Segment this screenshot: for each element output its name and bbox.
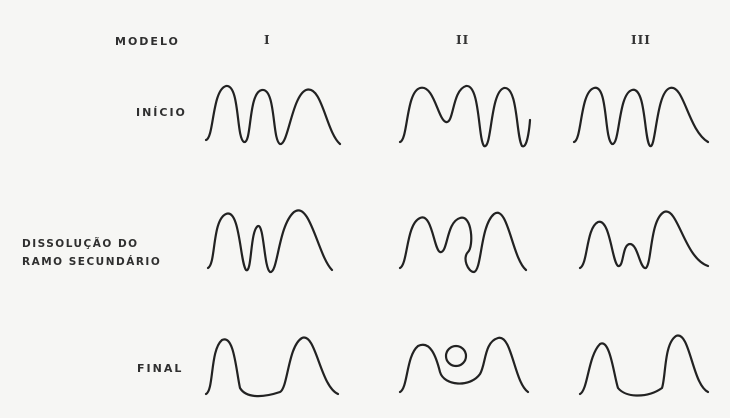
model-iii-start-profile (574, 88, 708, 146)
model-ii-dissolution-profile (400, 213, 526, 272)
model-iii-dissolution-profile (580, 212, 708, 269)
model-iii-final-profile (580, 336, 708, 396)
model-ii-cutoff-oxbow-circle (446, 346, 466, 366)
model-i-start-profile (206, 86, 340, 144)
model-i-dissolution-profile (208, 210, 332, 272)
model-ii-final-profile (400, 338, 528, 392)
model-i-final-profile (206, 338, 338, 397)
model-ii-start-profile (400, 86, 530, 146)
